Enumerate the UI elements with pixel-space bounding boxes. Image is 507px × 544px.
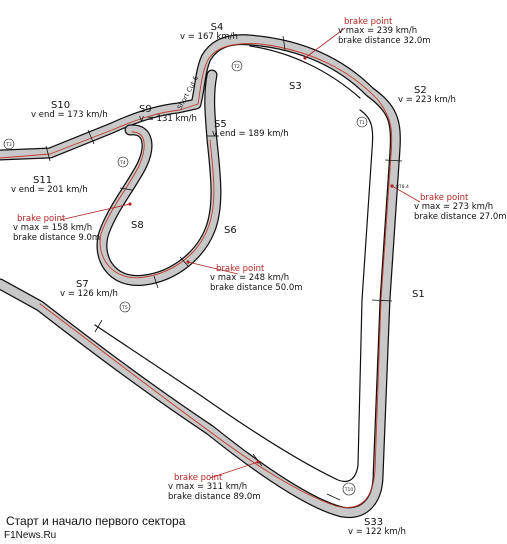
brake-point-annotation: brake point v max = 311 km/h brake dista…: [168, 473, 261, 502]
figure-caption: Старт и начало первого сектора: [6, 514, 186, 528]
turn-marker: [117, 156, 129, 168]
inner-lane-2: [249, 45, 361, 99]
turn-marker-label: T2: [233, 64, 240, 70]
distance-marker-label: 878.4: [396, 184, 409, 190]
turn-marker: [342, 482, 356, 496]
sector-s33-label: S33 v = 122 km/h: [348, 517, 406, 537]
turn-marker-label: T3: [5, 142, 12, 148]
sector-s11-label: S11 v end = 201 km/h: [11, 175, 88, 195]
racing-line-infield: [99, 131, 215, 279]
brake-point-annotation: brake point v max = 248 km/h brake dista…: [210, 264, 303, 293]
source-credit: F1News.Ru: [4, 530, 57, 541]
sector-s2-label: S2 v = 223 km/h: [398, 85, 456, 105]
sector-ticks: [45, 35, 403, 501]
sector-s6-label: S6: [224, 225, 237, 236]
sector-s10-label: S10 v end = 173 km/h: [31, 100, 108, 120]
brake-leaders: [59, 27, 421, 479]
turn-marker-labels: T2 T1 T4 T3 T5 T10: [5, 64, 365, 493]
turn-marker-label: T4: [119, 160, 126, 166]
infield-loop-surface: [97, 70, 221, 285]
sector-s4-label: S4 v = 167 km/h: [180, 22, 238, 42]
track-surface: [0, 35, 400, 517]
sector-s3-label: S3: [289, 81, 302, 92]
brake-point-annotation: brake point v max = 239 km/h brake dista…: [338, 17, 431, 46]
turn-marker: [356, 116, 368, 128]
sector-s5-label: S5 v end = 189 km/h: [212, 119, 289, 139]
turn-marker-label: T1: [358, 120, 365, 126]
turn-marker: [119, 301, 131, 313]
racing-line: [0, 43, 393, 508]
turn-marker-label: T10: [344, 487, 354, 493]
turn-marker: [3, 138, 15, 150]
turn-marker: [231, 60, 243, 72]
brake-dots: [128, 56, 394, 464]
sector-s9-label: S9 v = 131 km/h: [139, 104, 197, 124]
turn-marker-label: T5: [121, 305, 128, 311]
sector-s1-label: S1: [412, 289, 425, 300]
inner-lane: [94, 109, 374, 483]
circuit-track: [0, 34, 401, 519]
sector-s7-label: S7 v = 126 km/h: [60, 279, 118, 299]
sector-s8-label: S8: [131, 220, 144, 231]
brake-point-annotation: brake point v max = 273 km/h brake dista…: [414, 193, 507, 222]
turn-markers: [3, 60, 368, 496]
brake-point-annotation: brake point v max = 158 km/h brake dista…: [13, 214, 101, 243]
